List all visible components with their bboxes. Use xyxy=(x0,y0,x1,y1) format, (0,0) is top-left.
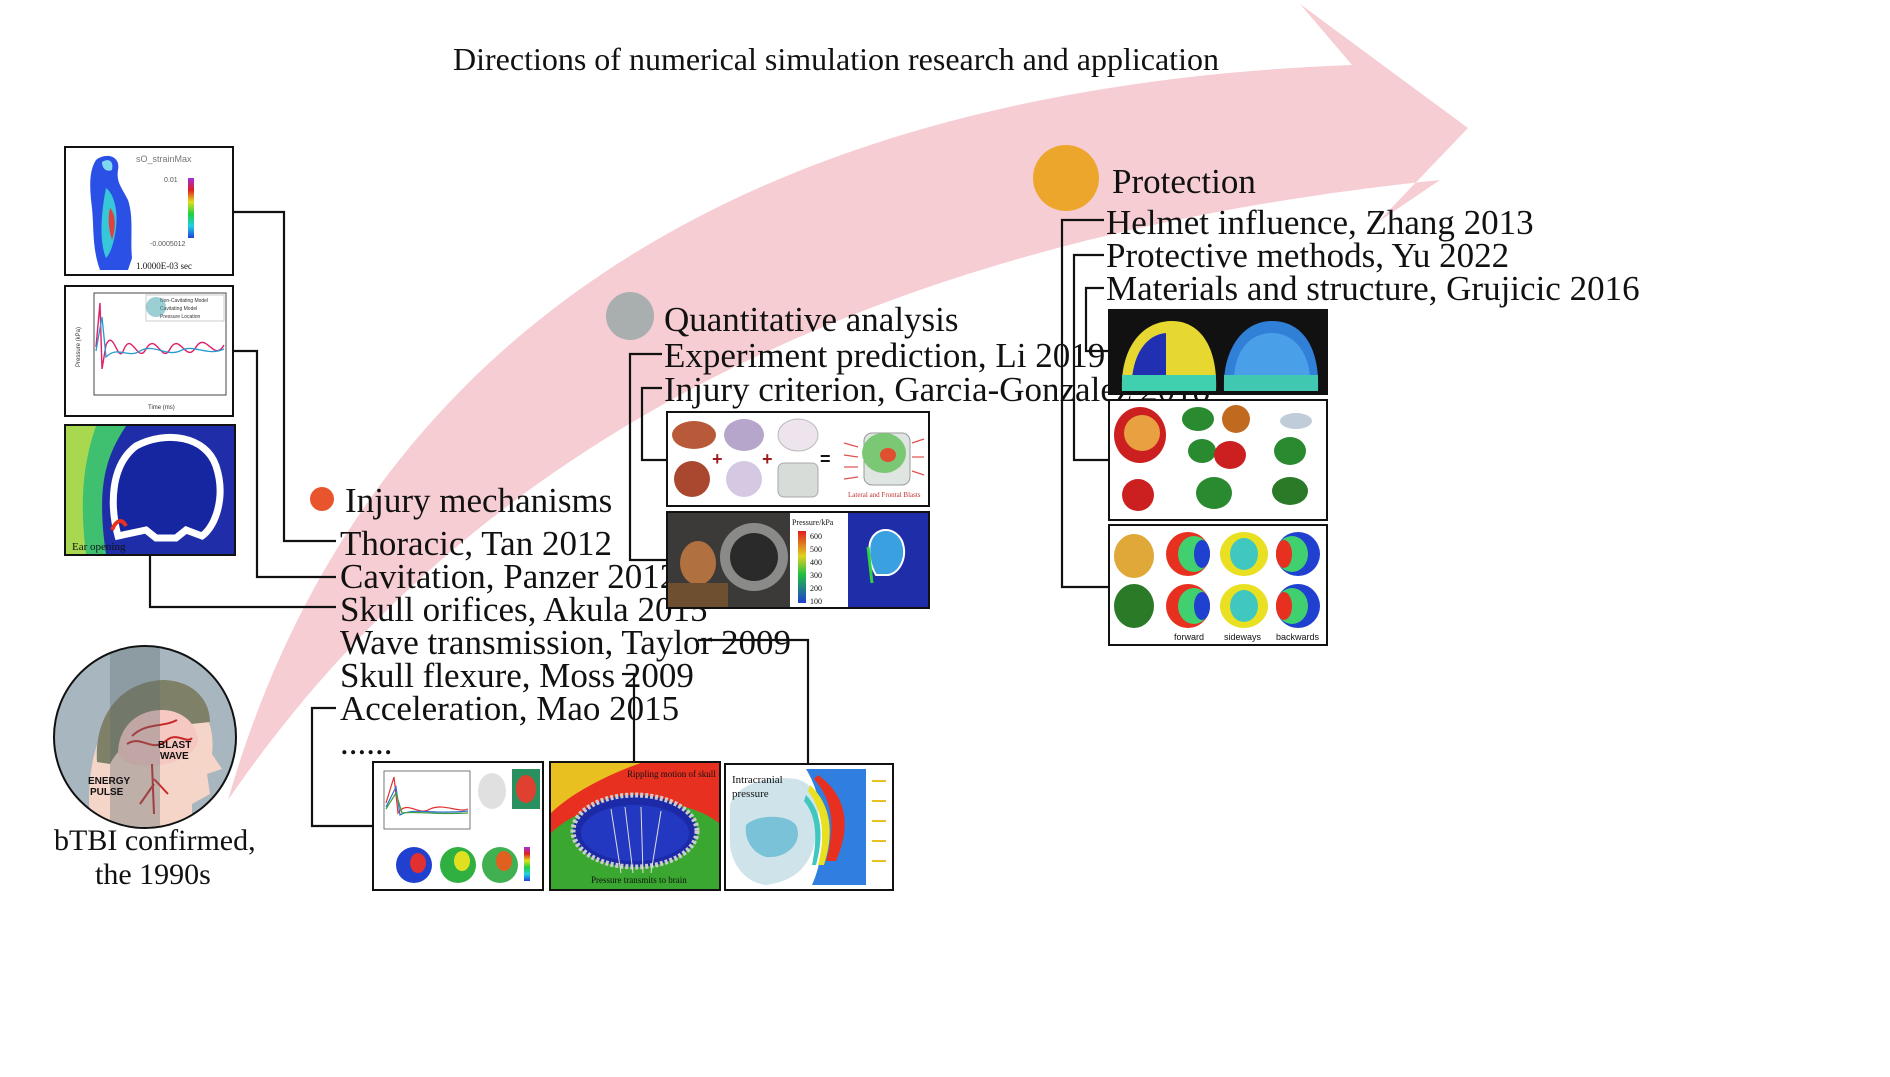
strain-body-image: sO_strainMax 0.01 -0.0005012 1.0000E-03 … xyxy=(90,154,194,271)
connector-criterion xyxy=(640,386,668,462)
figure-pressure-trace: Non-Cavitating Model Cavitating Model Pr… xyxy=(64,285,234,417)
figure-strain-body: sO_strainMax 0.01 -0.0005012 1.0000E-03 … xyxy=(64,146,234,276)
figure-skull-flexure: Rippling motion of skull Pressure transm… xyxy=(549,761,721,891)
injury-item-more: ...... xyxy=(340,723,393,762)
origin-head-illustration: BLAST WAVE ENERGY PULSE xyxy=(52,644,238,830)
diagram-title: Directions of numerical simulation resea… xyxy=(453,41,1219,77)
figure-intracranial: Intracranial pressure xyxy=(724,763,894,891)
connector-methods xyxy=(1072,253,1110,462)
figure-helmet-views: forward sideways backwards xyxy=(1108,524,1328,646)
energy-label-1: ENERGY xyxy=(88,776,131,787)
intracranial-image: Intracranial pressure xyxy=(726,765,892,889)
injury-item-cavitation: Cavitation, Panzer 2012 xyxy=(340,557,678,596)
svg-text:+: + xyxy=(712,449,723,469)
skull-flex-bottom-label: Pressure transmits to brain xyxy=(591,875,687,885)
connector-wave xyxy=(698,638,810,765)
quant-dot xyxy=(606,292,654,340)
injury-item-orifices: Skull orifices, Akula 2015 xyxy=(340,590,708,629)
connector-orifices xyxy=(148,555,336,609)
pressure-trace-chart: Non-Cavitating Model Cavitating Model Pr… xyxy=(76,292,227,411)
strain-min: -0.0005012 xyxy=(150,241,186,248)
strain-max: 0.01 xyxy=(164,177,178,184)
svg-text:+: + xyxy=(762,449,773,469)
blast-label-1: BLAST xyxy=(158,740,191,751)
figure-brain-model: + + = Lateral and Frontal Blasts xyxy=(666,411,930,507)
connector-helmet xyxy=(1060,218,1108,589)
figure-experiment: Pressure/kPa 600 500 400 300 200 100 xyxy=(666,511,930,609)
helmet-views-image: forward sideways backwards xyxy=(1114,532,1320,642)
quant-heading: Quantitative analysis xyxy=(664,300,959,339)
pressure-legend-2: Pressure Location xyxy=(160,314,201,320)
exp-tick-4: 200 xyxy=(810,584,822,593)
injury-item-thoracic: Thoracic, Tan 2012 xyxy=(340,524,612,563)
progress-arrow-shape xyxy=(228,4,1468,800)
helmet-view-sideways: sideways xyxy=(1224,632,1262,642)
svg-text:=: = xyxy=(820,449,831,469)
protect-item-methods: Protective methods, Yu 2022 xyxy=(1106,236,1510,275)
origin-caption-line1: bTBI confirmed, xyxy=(54,824,256,857)
exp-tick-3: 300 xyxy=(810,571,822,580)
pressure-xlabel: Time (ms) xyxy=(148,405,175,411)
pressure-legend-1: Cavitating Model xyxy=(160,306,197,312)
ear-label: Ear opening xyxy=(72,541,126,553)
connector-materials xyxy=(1084,286,1110,353)
skull-flexure-image: Rippling motion of skull Pressure transm… xyxy=(551,763,719,889)
energy-label-2: PULSE xyxy=(90,787,124,798)
protect-item-helmet: Helmet influence, Zhang 2013 xyxy=(1106,203,1534,242)
skull-flex-top-label: Rippling motion of skull xyxy=(627,769,716,779)
pressure-ylabel: Pressure (kPa) xyxy=(76,327,82,367)
origin-caption-line2: the 1990s xyxy=(95,858,211,891)
injury-item-acceleration: Acceleration, Mao 2015 xyxy=(340,689,680,728)
connector-thoracic xyxy=(234,210,336,543)
injury-heading: Injury mechanisms xyxy=(345,481,613,520)
intracranial-label-2: pressure xyxy=(732,788,769,800)
intracranial-label-1: Intracranial xyxy=(732,774,783,786)
exp-tick-5: 100 xyxy=(810,597,822,606)
quant-item-experiment: Experiment prediction, Li 2019 xyxy=(664,336,1106,375)
pressure-legend-0: Non-Cavitating Model xyxy=(160,298,208,304)
figure-ear-opening: Ear opening xyxy=(64,424,236,556)
strain-title: sO_strainMax xyxy=(136,154,192,164)
strain-time: 1.0000E-03 sec xyxy=(136,261,192,271)
figure-goggle-models xyxy=(1108,399,1328,521)
experiment-image: Pressure/kPa 600 500 400 300 200 100 xyxy=(668,513,928,607)
brain-model-label: Lateral and Frontal Blasts xyxy=(848,491,921,499)
protect-dot xyxy=(1033,145,1099,211)
connector-flexure xyxy=(622,672,636,763)
ear-opening-image: Ear opening xyxy=(66,426,234,554)
exp-legend-title: Pressure/kPa xyxy=(792,518,834,527)
figure-acceleration xyxy=(372,761,544,891)
protect-item-materials: Materials and structure, Grujicic 2016 xyxy=(1106,269,1640,308)
figure-helmet-cutaway xyxy=(1108,309,1328,395)
connector-experiment xyxy=(628,352,666,562)
exp-tick-1: 500 xyxy=(810,545,822,554)
acceleration-image xyxy=(383,769,540,883)
injury-item-wave: Wave transmission, Taylor 2009 xyxy=(340,623,791,662)
helmet-view-backwards: backwards xyxy=(1276,632,1320,642)
helmet-view-forward: forward xyxy=(1174,632,1204,642)
protect-heading: Protection xyxy=(1112,162,1256,201)
blast-label-2: WAVE xyxy=(160,751,189,762)
injury-item-flexure: Skull flexure, Moss 2009 xyxy=(340,656,694,695)
goggle-models-image xyxy=(1114,405,1312,511)
connector-cavitation xyxy=(232,349,336,579)
exp-tick-0: 600 xyxy=(810,532,822,541)
injury-dot xyxy=(310,487,334,511)
helmet-head-icon: BLAST WAVE ENERGY PULSE xyxy=(53,645,237,829)
helmet-cutaway-image xyxy=(1110,311,1326,393)
connector-acceleration xyxy=(310,706,372,828)
brain-model-image: + + = Lateral and Frontal Blasts xyxy=(672,418,925,499)
exp-tick-2: 400 xyxy=(810,558,822,567)
